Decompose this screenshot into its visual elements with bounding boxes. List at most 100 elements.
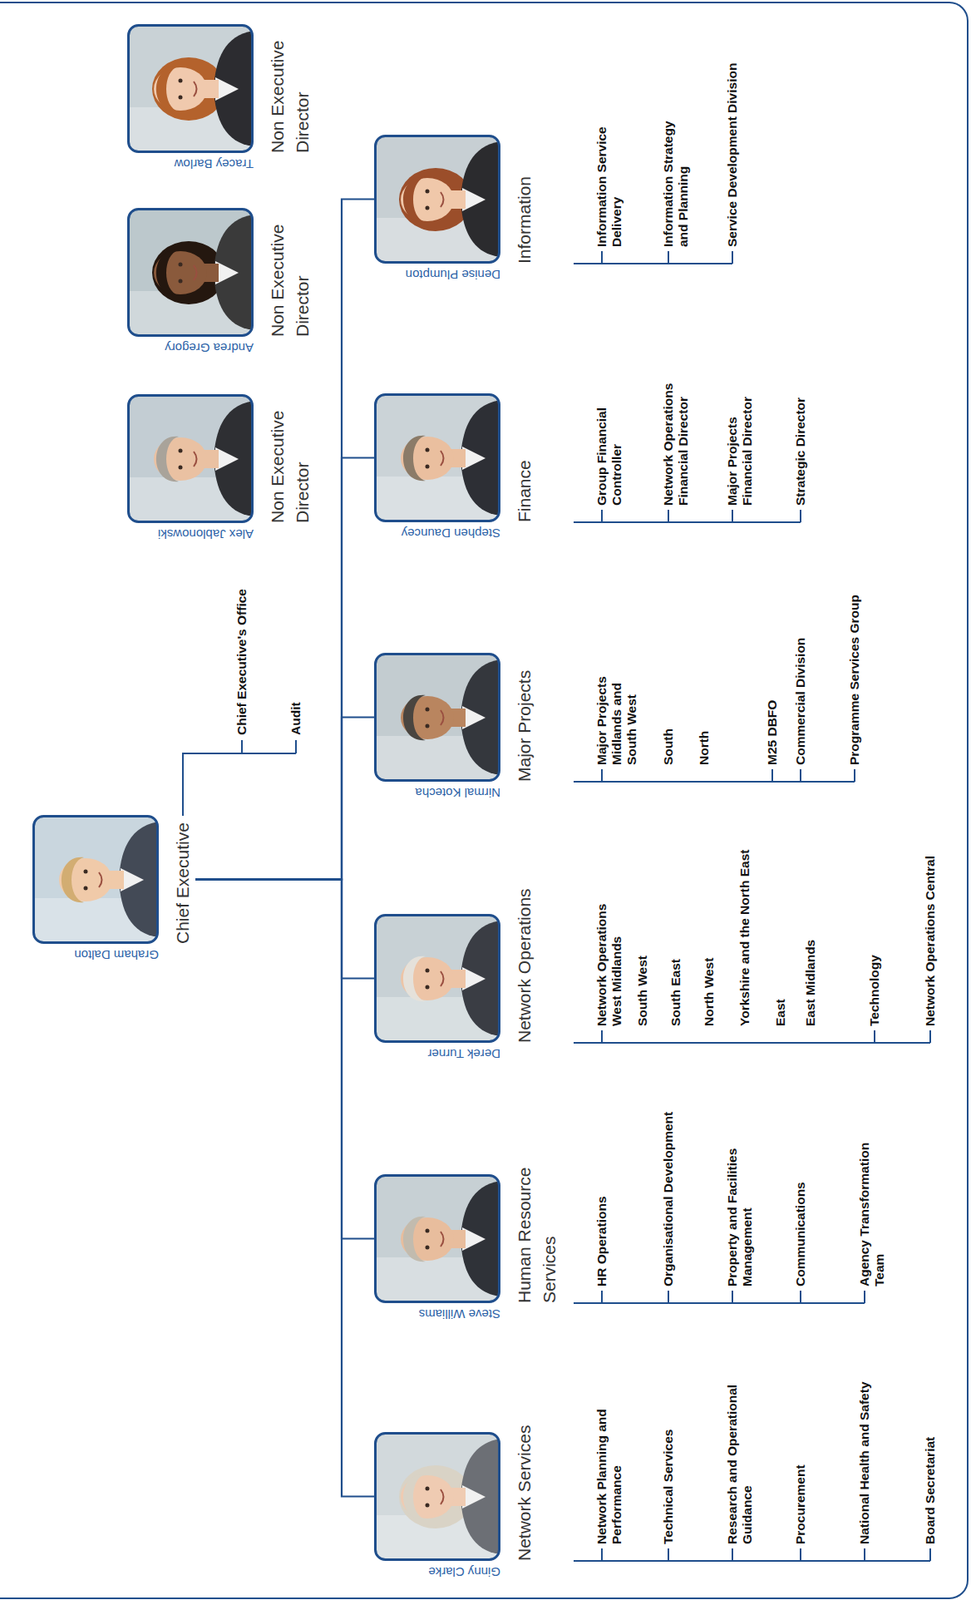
shoulders (460, 141, 500, 257)
hair (61, 857, 84, 902)
photo-frame (128, 25, 253, 153)
office-branch (182, 753, 296, 816)
portrait-photo (374, 1431, 501, 1561)
unit-label: South East (668, 958, 684, 1026)
mouth (98, 872, 103, 888)
shoulders (460, 659, 500, 775)
mouth (440, 971, 444, 986)
photo-content (34, 816, 158, 943)
portrait-photo (374, 652, 501, 782)
unit-label: Strategic Director (793, 397, 809, 506)
tree-tick (771, 768, 774, 782)
tree-tick (295, 739, 297, 754)
eye (83, 886, 89, 891)
photo-background (375, 654, 500, 781)
tree-tick (731, 1547, 734, 1561)
unit-label: North West (701, 957, 717, 1026)
shirt (215, 77, 239, 101)
eye (425, 1228, 430, 1233)
photo-background (375, 136, 500, 263)
eye (425, 448, 430, 453)
tree-line (573, 262, 733, 265)
unit-label: Board Secretariat (922, 1436, 938, 1544)
unit-label: Chief Executive's Office (234, 588, 250, 735)
shirt (462, 705, 486, 730)
hair-back (152, 57, 226, 121)
hair (403, 956, 426, 1001)
unit-label: Network Planning and Performance (594, 1385, 625, 1544)
unit-label: Network Operations Financial Director (660, 359, 691, 506)
unit-label: Communications (793, 1181, 809, 1287)
unit-label: Research and Operational Guidance (724, 1369, 755, 1544)
hair-back (152, 241, 226, 305)
mouth (440, 1488, 444, 1504)
photo-content (375, 136, 500, 263)
person-name: Tracey Barlow (174, 156, 254, 172)
mouth (440, 709, 444, 725)
photo-frame (375, 915, 500, 1042)
mouth (193, 451, 198, 467)
unit-label: Yorkshire and the North East (737, 849, 753, 1026)
unit-label: National Health and Safety (857, 1380, 873, 1544)
role-title: Non Executive Director (265, 203, 316, 337)
eye (425, 464, 430, 469)
mouth (440, 1231, 444, 1247)
eye (425, 707, 430, 712)
shoulders (213, 214, 253, 331)
eye (178, 95, 183, 100)
shoulders (213, 30, 253, 147)
role-title: Finance (512, 459, 538, 523)
role-title: Non Executive Director (265, 389, 316, 523)
tree-tick (863, 1290, 866, 1303)
person-name: Derek Turner (427, 1045, 501, 1061)
shirt (215, 261, 239, 285)
tree-tick (799, 1290, 802, 1303)
role-title: Non Executive Director (265, 19, 316, 153)
person-name: Andrea Gregory (164, 340, 254, 355)
tree-tick (731, 251, 734, 264)
person-name: Steve Williams (418, 1306, 501, 1321)
person-card: Steve WilliamsHuman Resource Services (374, 1173, 562, 1303)
photo-content (375, 394, 500, 522)
unit-label: Service Development Division (724, 63, 740, 247)
eye (425, 1503, 430, 1508)
unit-label: Agency Transformation Team (857, 1123, 888, 1287)
photo-background (128, 209, 253, 336)
tree-line (573, 521, 801, 523)
shoulders (213, 400, 253, 517)
unit-label: Technical Services (660, 1429, 676, 1544)
tree-tick (601, 509, 603, 523)
person-card: Graham DaltonChief Executive (32, 814, 196, 944)
portrait-photo (374, 1173, 501, 1303)
hair (403, 1473, 426, 1519)
person-card: Derek TurnerNetwork Operations (374, 913, 538, 1043)
hair (156, 436, 179, 482)
person-card: Ginny ClarkeNetwork Services (374, 1431, 538, 1561)
mouth (193, 81, 198, 97)
person-card: Denise PlumptonInformation (374, 134, 538, 264)
portrait-photo (374, 393, 501, 523)
tree-line (573, 1301, 865, 1304)
tree-tick (601, 768, 603, 782)
org-connector (195, 717, 375, 880)
photo-content (375, 1433, 500, 1560)
eye (83, 869, 89, 874)
unit-label: M25 DBFO (764, 699, 780, 765)
org-connector (195, 879, 375, 1497)
tree-tick (873, 1030, 876, 1043)
portrait-photo (127, 207, 254, 337)
tree-tick (667, 1290, 670, 1303)
eye (178, 78, 183, 84)
unit-label: Network Operations Central (922, 855, 938, 1026)
tree-tick (863, 1547, 866, 1561)
tree-tick (731, 509, 734, 523)
tree-tick (601, 1030, 603, 1043)
org-connector (195, 879, 375, 1239)
person-card: Nirmal KotechaMajor Projects (374, 652, 538, 782)
photo-content (128, 209, 253, 336)
eye (425, 189, 430, 194)
shoulders (460, 920, 500, 1036)
person-name: Ginny Clarke (428, 1563, 501, 1579)
hair (156, 250, 179, 296)
photo-content (128, 395, 253, 523)
